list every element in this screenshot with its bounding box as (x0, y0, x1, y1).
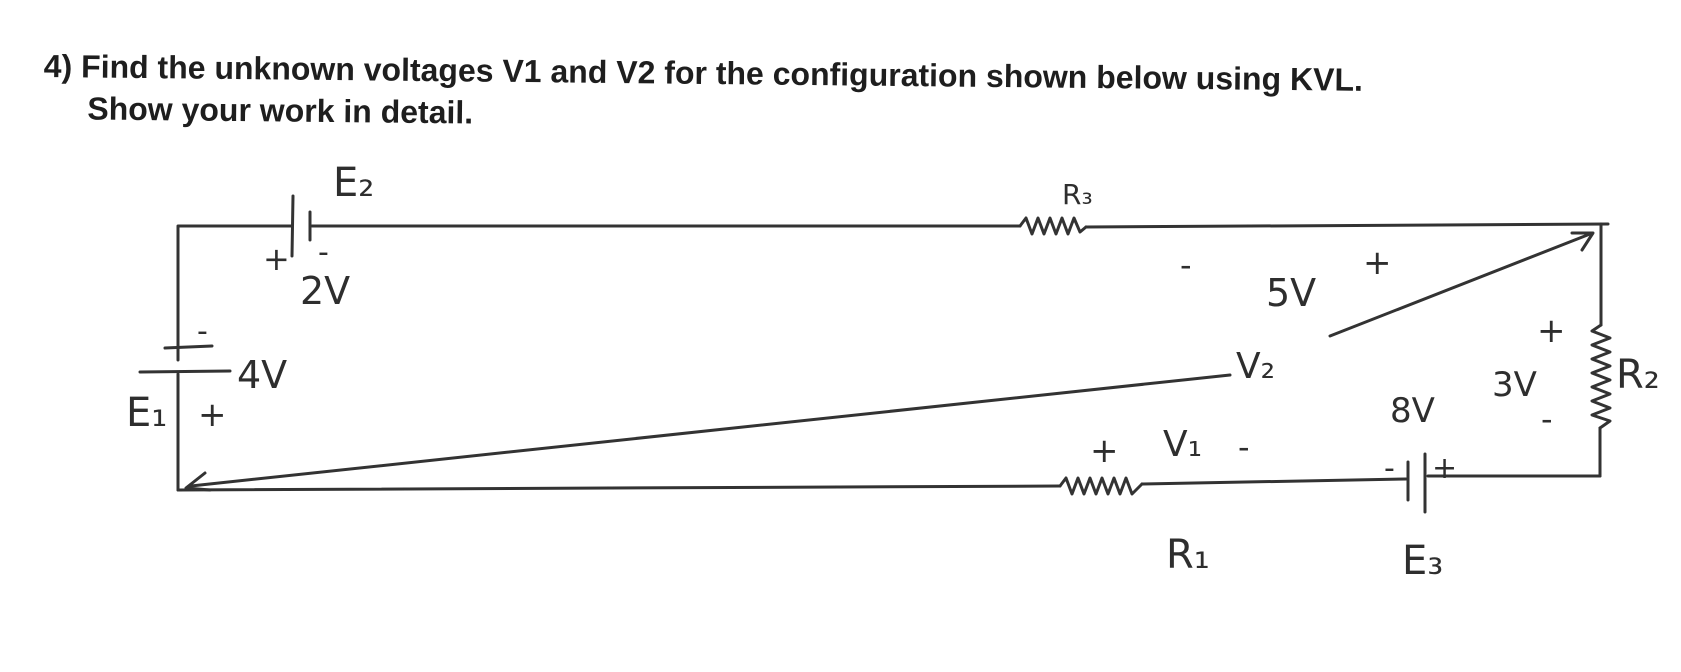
wire-bottom-mid (1140, 477, 1408, 486)
e3-plus: + (1432, 451, 1457, 486)
e1-minus: - (197, 314, 208, 349)
r2-voltage: 3V (1492, 365, 1537, 405)
r3-name: R₃ (1062, 178, 1093, 211)
r2-name: R₂ (1616, 352, 1660, 398)
e2-plus: + (263, 240, 290, 278)
battery-e3 (1406, 452, 1427, 514)
v1-arrow (184, 373, 1232, 492)
r1-minus: - (1238, 428, 1250, 466)
resistor-r2 (1590, 323, 1612, 430)
wire-bottom-left (176, 484, 1062, 492)
wire-left-top (176, 224, 293, 362)
r1-voltage: V₁ (1163, 424, 1202, 465)
e2-voltage: 2V (300, 269, 350, 313)
r1-plus: + (1090, 431, 1119, 471)
e3-voltage: 8V (1390, 391, 1435, 431)
r1-name: R₁ (1166, 532, 1210, 578)
r2-plus: + (1537, 311, 1566, 351)
r2-minus: - (1541, 400, 1553, 438)
e1-name: E₁ (126, 390, 167, 436)
r3-minus: - (1180, 246, 1192, 284)
e1-voltage: 4V (237, 353, 287, 397)
v2-arrow (1328, 231, 1595, 338)
resistor-r3 (1018, 216, 1088, 236)
e2-minus: - (318, 235, 329, 270)
e3-name: E₃ (1402, 538, 1443, 584)
e2-name: E₂ (333, 160, 374, 206)
r3-voltage: 5V (1266, 271, 1316, 315)
battery-e1 (138, 344, 232, 374)
wire-top-right (1084, 222, 1610, 229)
battery-e2 (290, 194, 312, 258)
e3-minus: - (1384, 451, 1395, 486)
resistor-r1 (1058, 476, 1144, 496)
e1-plus: + (198, 395, 227, 435)
v2-label: V₂ (1236, 346, 1275, 387)
r3-plus: + (1363, 243, 1392, 283)
